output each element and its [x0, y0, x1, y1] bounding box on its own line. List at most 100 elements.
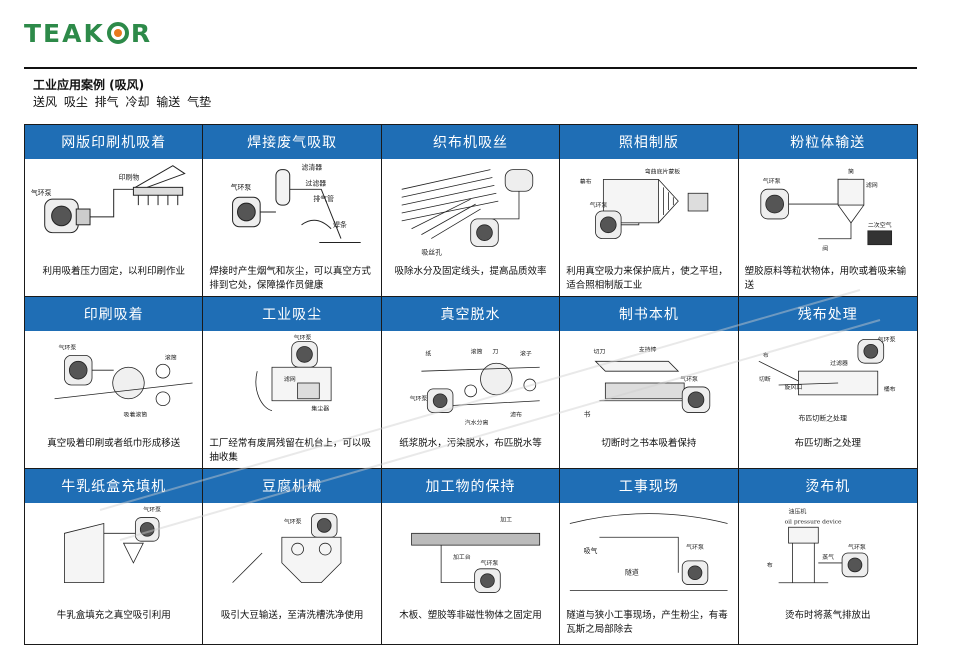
svg-text:气环泵: 气环泵 — [284, 517, 302, 525]
case-illustration: 气环泵 滤网 集尘器 — [203, 331, 380, 435]
case-cell: 织布机吸丝 吸丝孔 吸除水分及固定线头，提高品质效率 — [381, 125, 561, 297]
case-title: 粉粒体输送 — [738, 125, 917, 159]
svg-text:纸: 纸 — [425, 349, 431, 357]
bookbinding-diagram: 切刀 支持棒 书 气环泵 — [584, 345, 711, 419]
svg-text:吸气: 吸气 — [584, 546, 598, 555]
vacuum-dewatering-diagram: 纸 滚筒 刀 滚子 气环泵 汽水分离 滤布 — [409, 347, 540, 426]
case-description: 吸除水分及固定线头，提高品质效率 — [394, 266, 547, 277]
svg-text:幕布: 幕布 — [580, 177, 592, 185]
case-title: 织布机吸丝 — [381, 125, 560, 159]
label-print: 印刷物 — [119, 172, 140, 181]
svg-text:支持棒: 支持棒 — [639, 345, 657, 353]
svg-text:隧道: 隧道 — [625, 568, 639, 577]
case-cell: 粉粒体输送 气环泵 筒 滤网 二次空气 阀 塑胶原料等粒状物体，用吹或着吸 — [738, 125, 917, 297]
case-description: 工厂经常有废屑残留在机台上，可以吸抽收集 — [209, 438, 371, 463]
case-title: 真空脱水 — [381, 297, 560, 331]
svg-text:书: 书 — [584, 410, 591, 419]
svg-text:滚筒: 滚筒 — [165, 353, 177, 361]
svg-text:切断: 切断 — [758, 375, 770, 383]
svg-text:滤清器: 滤清器 — [302, 163, 323, 172]
screen-printing-diagram: 印刷物 气环泵 — [31, 165, 186, 234]
svg-text:旋风口: 旋风口 — [784, 383, 802, 391]
case-illustration: 吸丝孔 — [382, 159, 559, 263]
case-cell: 照相制版 幕布 弯曲底片蒙板 气环泵 利用真空吸力来保护底片，使之平坦，适合照相… — [560, 125, 739, 297]
svg-text:气环泵: 气环泵 — [231, 182, 252, 191]
case-illustration: 纸 滚筒 刀 滚子 气环泵 汽水分离 滤布 — [382, 331, 559, 435]
case-description: 木板、塑胶等非磁性物体之固定用 — [399, 610, 542, 621]
case-title: 豆腐机械 — [203, 469, 381, 503]
svg-text:oil pressure device: oil pressure device — [784, 518, 841, 525]
svg-text:吸着滚筒: 吸着滚筒 — [124, 411, 148, 419]
print-suction-diagram: 气环泵 滚筒 吸着滚筒 — [54, 343, 193, 419]
svg-text:滚筒: 滚筒 — [470, 347, 482, 355]
case-cell: 残布处理 气环泵 布 过滤器 切断 旋风口 桶布 布匹切断之处理 布匹切断之处理 — [738, 297, 917, 469]
svg-text:滤网: 滤网 — [865, 181, 877, 189]
logo-text-left: TEAK — [24, 18, 105, 48]
case-illustration: 切刀 支持棒 书 气环泵 — [560, 331, 737, 435]
svg-text:气环泵: 气环泵 — [294, 334, 312, 342]
application-case-grid: 网版印刷机吸着 印刷物 气环泵 利用吸着压力固定，以利印刷作业 焊接废气吸取 — [24, 124, 918, 645]
case-cell: 印刷吸着 气环泵 滚筒 吸着滚筒 真空吸着印刷或者纸巾形成移送 — [25, 297, 204, 469]
svg-text:桶布: 桶布 — [883, 385, 895, 393]
case-description: 吸引大豆输送，至清洗槽洗净使用 — [220, 610, 364, 621]
svg-text:气环泵: 气环泵 — [848, 543, 866, 551]
case-illustration: 吸气 隧道 气环泵 — [560, 503, 737, 607]
case-cell: 焊接废气吸取 滤清器 过滤器 排气管 气环泵 焊条 焊接时产生烟气和灰尘，可以真… — [203, 125, 382, 297]
svg-text:气环泵: 气环泵 — [590, 201, 608, 209]
svg-text:气环泵: 气环泵 — [143, 506, 161, 514]
case-title: 工事现场 — [560, 469, 738, 503]
case-title: 工业吸尘 — [203, 297, 381, 331]
svg-text:筒: 筒 — [848, 167, 854, 175]
section-title: 工业应用案例 (吸风) — [33, 78, 145, 92]
case-illustration: 气环泵 — [203, 503, 380, 607]
svg-text:油压机: 油压机 — [788, 507, 806, 515]
case-title: 残布处理 — [738, 297, 917, 331]
logo-text-right: R — [130, 18, 153, 48]
photo-plate-diagram: 幕布 弯曲底片蒙板 气环泵 — [580, 168, 709, 239]
svg-text:气环泵: 气环泵 — [409, 395, 427, 403]
case-cell: 制书本机 切刀 支持棒 书 气环泵 切断时之书本吸着保持 — [560, 297, 739, 469]
case-illustration: 气环泵 筒 滤网 二次空气 阀 — [739, 159, 917, 263]
svg-text:气环泵: 气环泵 — [480, 559, 498, 567]
case-cell: 网版印刷机吸着 印刷物 气环泵 利用吸着压力固定，以利印刷作业 — [25, 125, 204, 297]
case-illustration: 气环泵 — [25, 503, 202, 607]
loom-diagram: 吸丝孔 — [401, 169, 533, 256]
case-description: 焊接时产生烟气和灰尘，可以真空方式排到它处，保障操作员健康 — [209, 266, 371, 291]
svg-text:过滤器: 过滤器 — [306, 178, 327, 187]
powder-transport-diagram: 气环泵 筒 滤网 二次空气 阀 — [760, 167, 892, 253]
svg-text:滚子: 滚子 — [520, 349, 532, 357]
svg-text:气环泵: 气环泵 — [680, 375, 698, 383]
svg-text:气环泵: 气环泵 — [877, 335, 895, 343]
workpiece-holding-diagram: 加工 加工台 气环泵 — [410, 515, 540, 593]
case-cell: 工业吸尘 气环泵 滤网 集尘器 工厂经常有废屑残留在机台上，可以吸抽收集 — [203, 297, 382, 469]
case-illustration: 滤清器 过滤器 排气管 气环泵 焊条 — [203, 159, 380, 263]
svg-text:集尘器: 集尘器 — [312, 405, 330, 413]
svg-text:阀: 阀 — [822, 245, 828, 253]
industrial-dust-diagram: 气环泵 滤网 集尘器 — [256, 334, 332, 413]
svg-text:气环泵: 气环泵 — [762, 177, 780, 185]
svg-text:滤网: 滤网 — [284, 375, 296, 383]
svg-text:二次空气: 二次空气 — [867, 221, 891, 229]
case-title: 焊接废气吸取 — [203, 125, 381, 159]
case-description: 布匹切断之处理 — [794, 438, 862, 449]
svg-text:过滤器: 过滤器 — [830, 359, 848, 367]
tofu-machine-diagram: 气环泵 — [232, 513, 342, 583]
case-cell: 烫布机 油压机 oil pressure device 布 蒸气 气环泵 烫布时… — [738, 469, 917, 644]
case-cell: 豆腐机械 气环泵 吸引大豆输送，至清洗槽洗净使用 — [203, 469, 382, 644]
svg-text:汽水分离: 汽水分离 — [465, 418, 489, 426]
case-illustration: 印刷物 气环泵 — [25, 159, 202, 263]
case-title: 网版印刷机吸着 — [25, 125, 203, 159]
case-illustration: 加工 加工台 气环泵 — [382, 503, 559, 607]
case-description: 利用吸着压力固定，以利印刷作业 — [42, 266, 185, 277]
svg-text:布: 布 — [766, 561, 772, 569]
case-description: 烫布时将蒸气排放出 — [785, 610, 871, 621]
svg-text:气环泵: 气环泵 — [686, 543, 704, 551]
case-title: 印刷吸着 — [25, 297, 203, 331]
case-illustration: 气环泵 布 过滤器 切断 旋风口 桶布 布匹切断之处理 — [739, 331, 917, 435]
svg-text:滤布: 滤布 — [510, 411, 522, 419]
case-cell: 加工物的保持 加工 加工台 气环泵 木板、塑胶等非磁性物体之固定用 — [381, 469, 561, 644]
cloth-scrap-diagram: 气环泵 布 过滤器 切断 旋风口 桶布 布匹切断之处理 — [758, 335, 895, 423]
svg-text:焊条: 焊条 — [333, 220, 347, 229]
case-cell: 真空脱水 纸 滚筒 刀 滚子 气环泵 汽水分离 滤布 纸浆脱水， — [381, 297, 561, 469]
case-cell: 牛乳纸盒充填机 气环泵 牛乳盒填充之真空吸引利用 — [25, 469, 204, 644]
